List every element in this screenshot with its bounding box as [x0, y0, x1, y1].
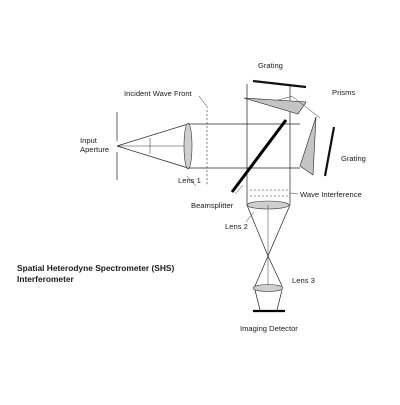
wave-interference-label: Wave Interference [300, 190, 362, 199]
input-label: Input [80, 136, 98, 145]
prisms-label: Prisms [332, 88, 355, 97]
grating-right-label: Grating [341, 154, 366, 163]
lens-2-label: Lens 2 [225, 222, 248, 231]
title-line-1: Spatial Heterodyne Spectrometer (SHS) [17, 263, 175, 273]
lens-3 [252, 284, 284, 292]
top-grating [252, 79, 307, 89]
leader-lines [186, 95, 321, 223]
focus-cone [246, 204, 291, 287]
beamsplitter [230, 119, 288, 193]
lens-3-label: Lens 3 [292, 276, 315, 285]
collimated-beam [188, 123, 300, 169]
aperture-label: Aperture [80, 145, 109, 154]
title-line-2: Interferometer [17, 274, 75, 284]
top-prism [243, 97, 307, 115]
grating-top-label: Grating [258, 61, 283, 70]
beamsplitter-label: Beamsplitter [191, 201, 234, 210]
relay-lines [254, 289, 283, 311]
wave-interference-lines [250, 189, 290, 197]
right-grating [323, 126, 336, 177]
imaging-detector-label: Imaging Detector [240, 324, 298, 333]
incident-wave-front-label: Incident Wave Front [124, 89, 193, 98]
input-cone [116, 123, 189, 169]
right-prism [299, 116, 317, 176]
lens-1 [183, 122, 193, 170]
lens-1-label: Lens 1 [178, 176, 201, 185]
